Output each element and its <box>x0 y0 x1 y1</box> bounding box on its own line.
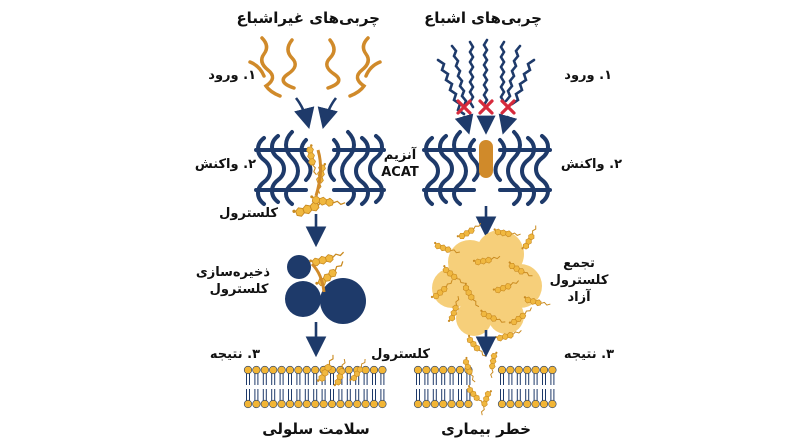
right-outcome: خطر بیماری <box>441 420 531 438</box>
cholesterol-cloud <box>432 230 542 336</box>
block-x-icon <box>456 99 516 115</box>
left-title: چربی‌های غیراشباع <box>236 9 380 27</box>
left-step1-label: ۱. ورود <box>208 68 256 83</box>
flow-arrow-icon <box>454 113 518 135</box>
acat-enzyme-icon <box>254 130 386 206</box>
right-step1-label: ۱. ورود <box>564 68 612 83</box>
left-outcome: سلامت سلولی <box>262 420 370 438</box>
flow-arrow-icon <box>294 97 338 130</box>
membrane-cholesterol-label: کلسترول <box>371 347 430 362</box>
unsaturated-fatty-acid-icon <box>248 36 382 98</box>
right-aggregation-label: تجمع کلسترول آزاد <box>549 256 609 305</box>
membrane-bilayer-icon <box>243 365 387 409</box>
right-title: چربی‌های اشباع <box>424 9 542 27</box>
left-cholesterol-label: کلسترول <box>219 206 278 221</box>
saturated-fatty-acid-icon <box>436 38 536 116</box>
left-step3-label: ۳. نتیجه <box>209 347 260 362</box>
enzyme-label-en: ACAT <box>381 165 419 180</box>
lipid-droplet-icon <box>285 255 366 324</box>
right-step3-label: ۳. نتیجه <box>563 347 614 362</box>
acat-enzyme-icon <box>422 130 552 206</box>
left-storage-label: ذخیره‌سازی کلسترول <box>195 265 270 297</box>
cholesterol-molecule-icon <box>315 353 370 389</box>
right-step2-label: ۲. واکنش <box>560 157 622 172</box>
left-step2-label: ۲. واکنش <box>194 157 256 172</box>
enzyme-label-fa: آنزیم <box>383 148 417 163</box>
